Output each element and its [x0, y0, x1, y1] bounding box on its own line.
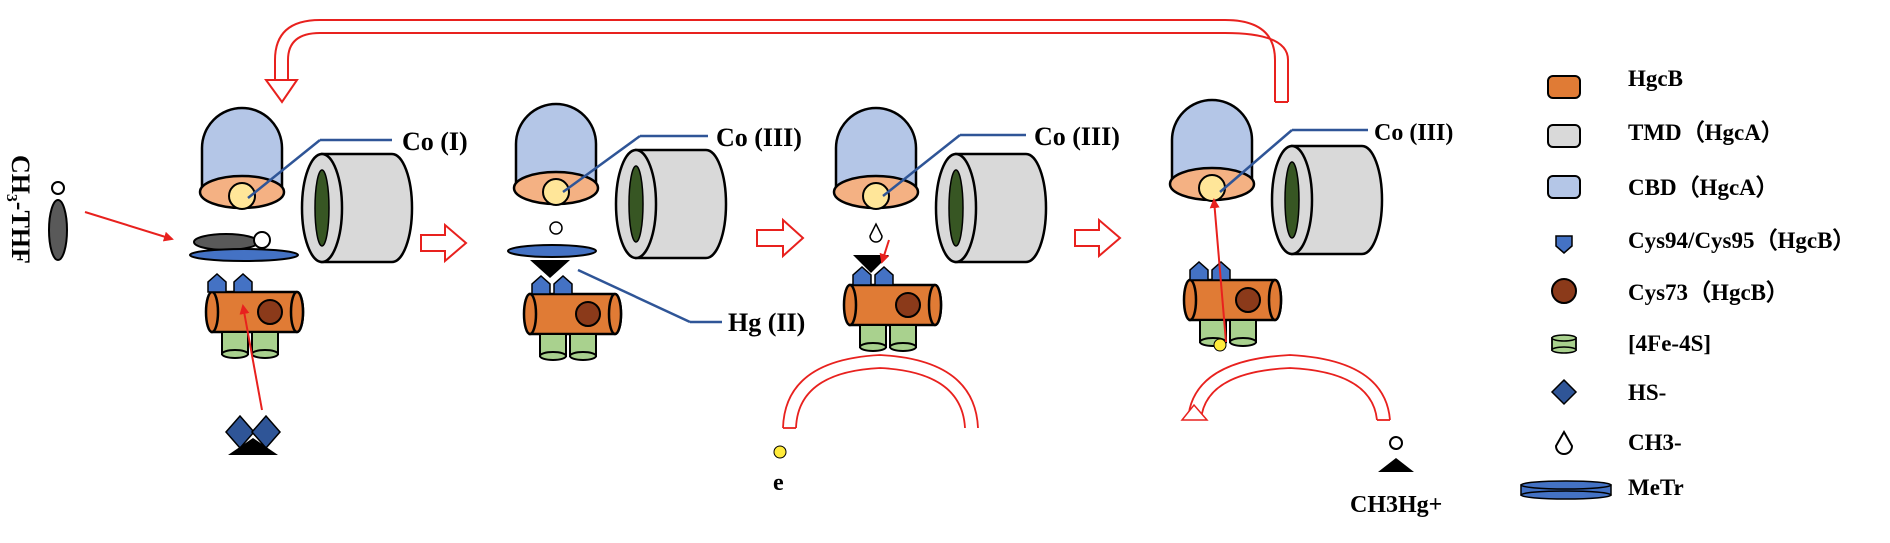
- legend-icon-hs: [1550, 378, 1578, 406]
- state2-mercury-label: Hg (II): [728, 308, 805, 337]
- legend-icon-tmd: [1547, 124, 1581, 148]
- product-label: CH3Hg+: [1350, 492, 1442, 518]
- legend-icon-cys9495: [1555, 235, 1573, 254]
- state-1: Co (I): [189, 106, 468, 455]
- legend-icon-fes: [1551, 334, 1577, 354]
- step-arrow-1: [420, 222, 468, 264]
- legend: HgcB TMD（HgcA） CBD（HgcA） Cys94/Cys95（Hgc…: [1520, 66, 1855, 500]
- legend-label-hgcb: HgcB: [1628, 66, 1683, 91]
- step-arrow-2: [756, 217, 805, 259]
- arrow-substrate-in: [84, 211, 174, 242]
- legend-icon-ch3: [1554, 429, 1574, 455]
- legend-icon-cbd: [1547, 175, 1581, 199]
- legend-label-cbd: CBD（HgcA）: [1628, 174, 1779, 200]
- state4-cobalt-label: Co (III): [1374, 120, 1453, 146]
- hs-ligands: [225, 414, 281, 455]
- state-4: Co (III) CH3Hg+: [1168, 98, 1453, 518]
- state3-cobalt-label: Co (III): [1034, 122, 1120, 151]
- state-2: Co (III) Hg (II): [507, 102, 805, 362]
- legend-icon-metr: [1520, 480, 1612, 500]
- legend-icon-cys73: [1551, 278, 1577, 304]
- legend-label-cys9495: Cys94/Cys95（HgcB）: [1628, 227, 1855, 253]
- state2-cobalt-label: Co (III): [716, 123, 802, 152]
- legend-label-cys73: Cys73（HgcB）: [1628, 279, 1789, 305]
- substrate-ch3-thf: CH₃-THF: [6, 155, 68, 264]
- legend-label-ch3: CH3-: [1628, 430, 1682, 455]
- legend-label-fes: [4Fe-4S]: [1628, 331, 1711, 356]
- electron-label: e: [773, 470, 784, 496]
- substrate-label: CH₃-THF: [6, 155, 35, 264]
- legend-label-tmd: TMD（HgcA）: [1628, 119, 1784, 145]
- cycle-return-arrow: [264, 19, 1289, 104]
- state-3: Co (III) e: [773, 106, 1120, 496]
- legend-icon-hgcb: [1547, 75, 1581, 99]
- step-arrow-3: [1074, 217, 1122, 259]
- legend-label-hs: HS-: [1628, 380, 1666, 405]
- legend-label-metr: MeTr: [1628, 475, 1684, 500]
- state1-cobalt-label: Co (I): [402, 127, 468, 156]
